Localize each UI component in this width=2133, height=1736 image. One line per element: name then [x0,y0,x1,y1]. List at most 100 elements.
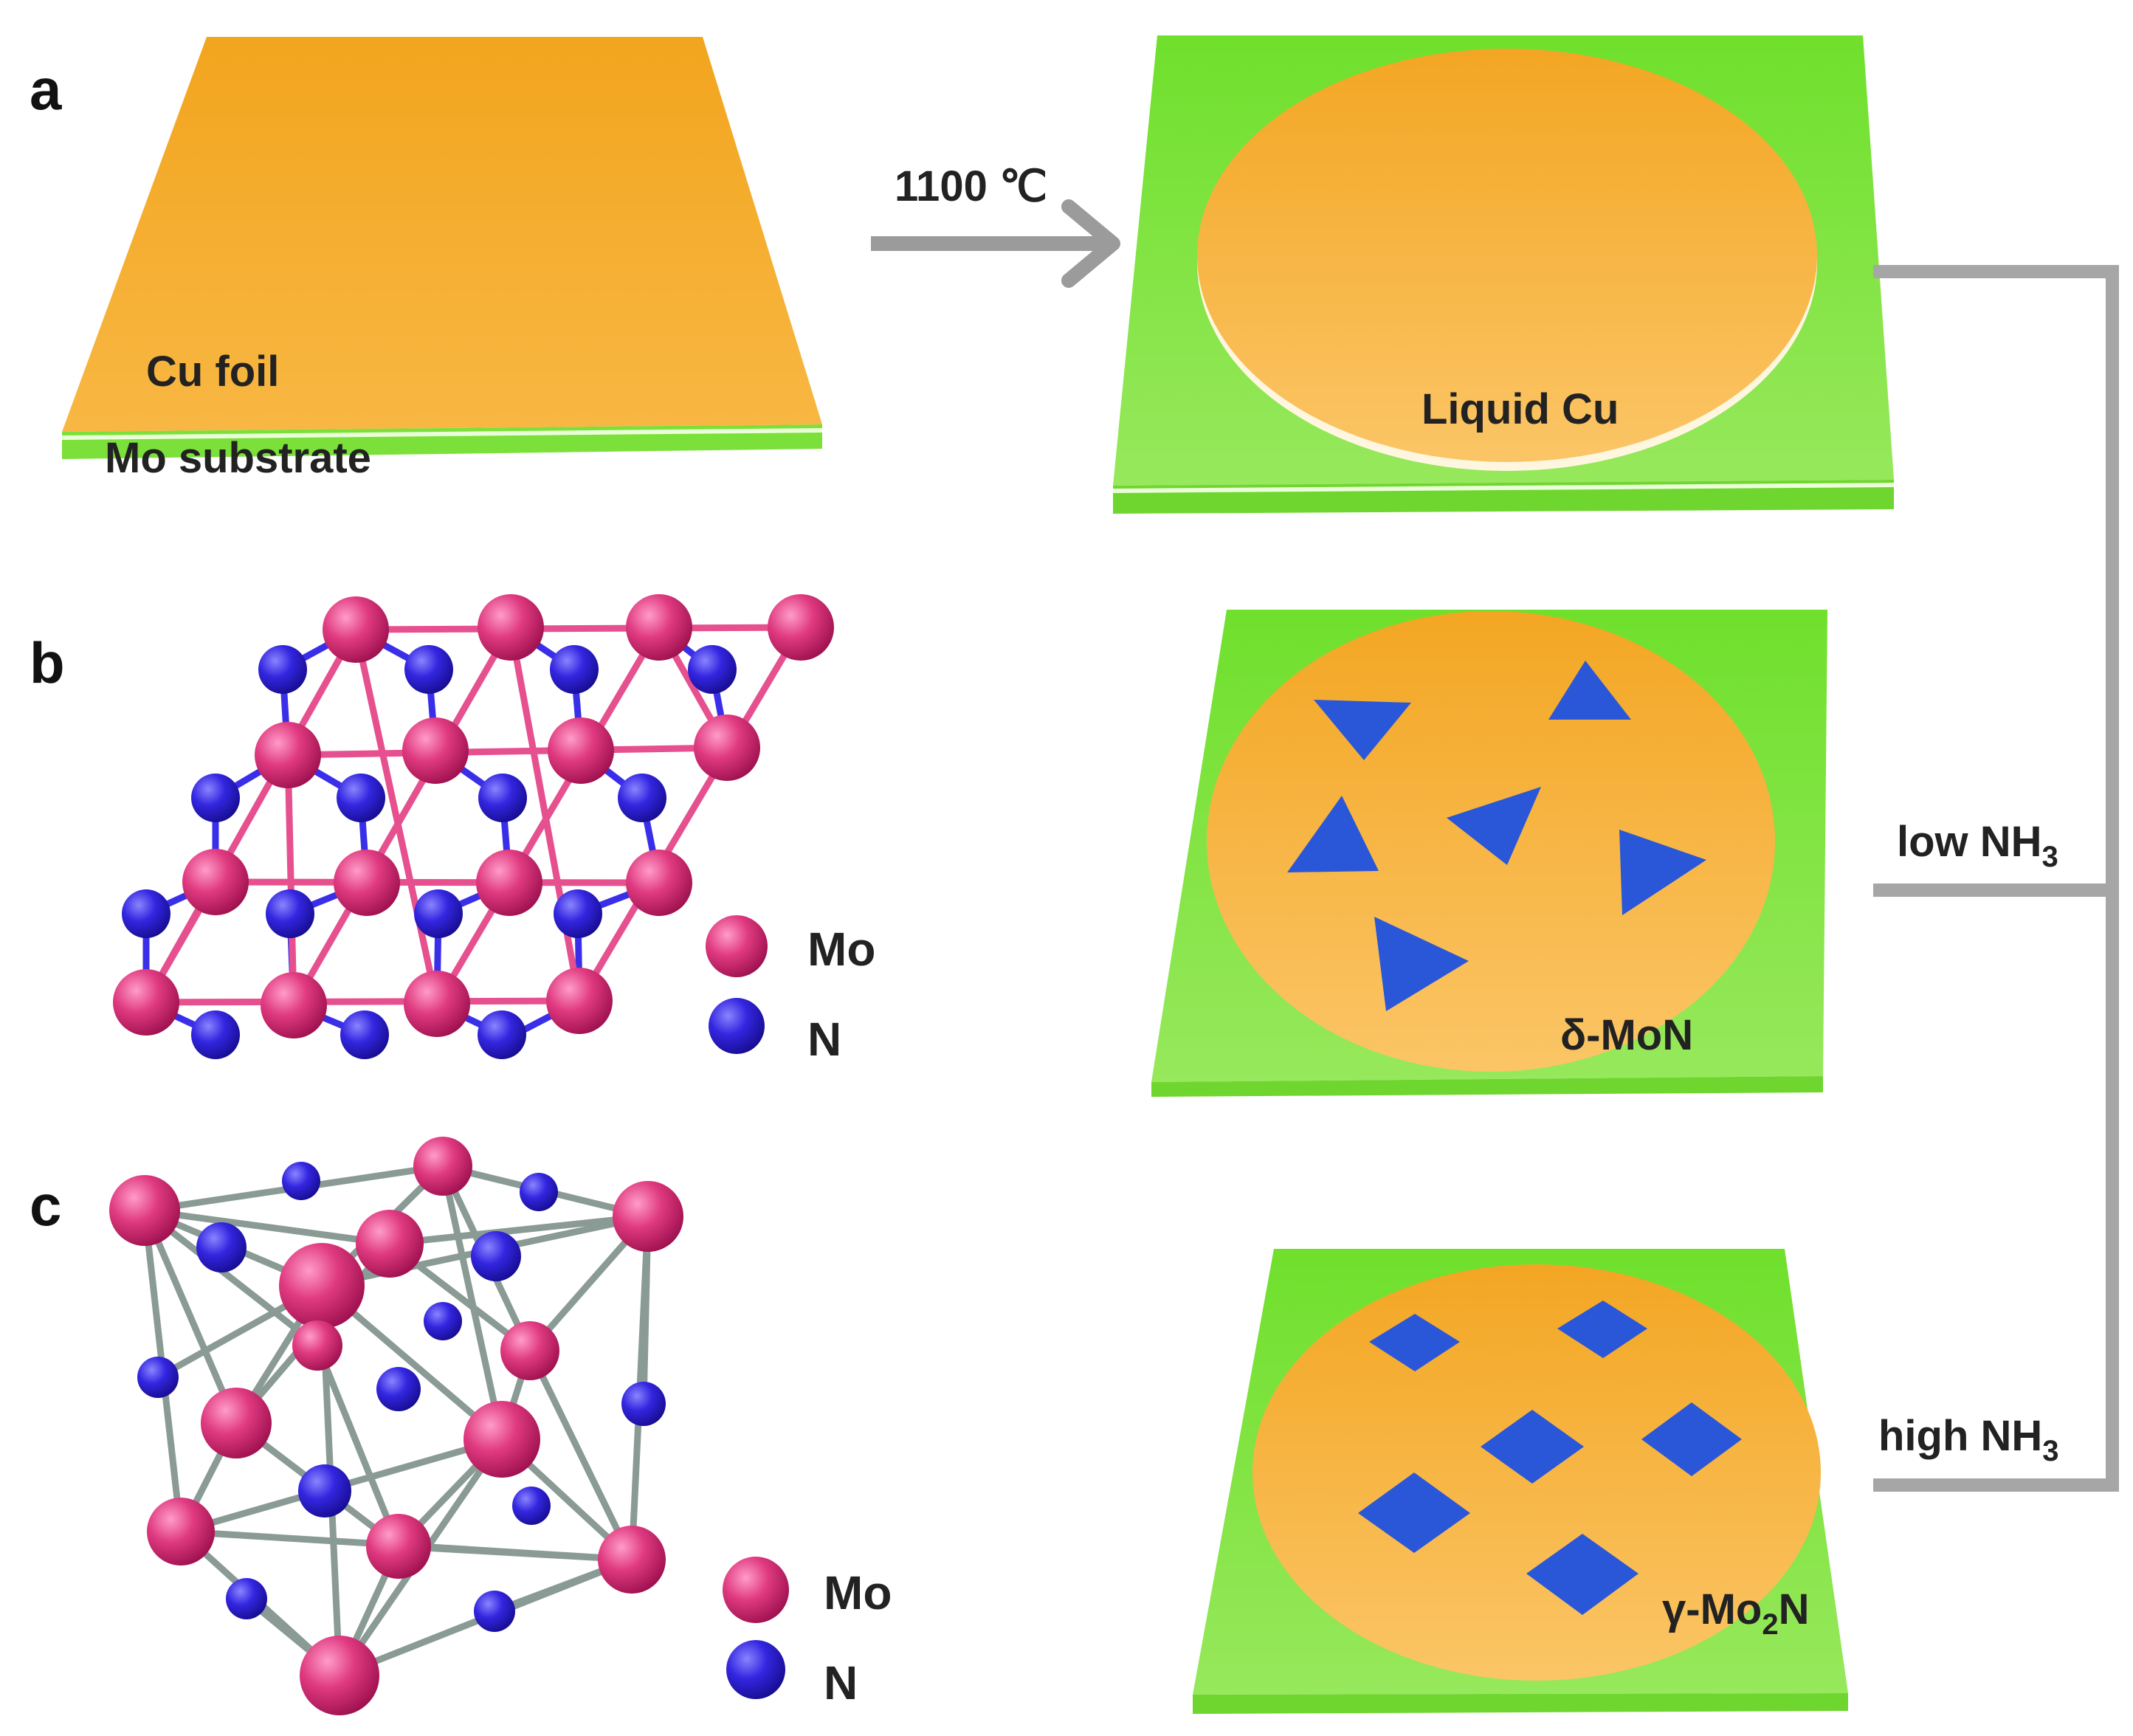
mo-atom [292,1320,342,1371]
n-atom [376,1367,421,1411]
mo-atom [255,722,321,788]
n-atom [424,1302,462,1340]
triangle-flake [1287,796,1379,872]
legend-n-label: N [824,1656,858,1709]
n-atom [226,1578,267,1619]
square-flake [1557,1301,1647,1358]
delta-mon-lattice [113,594,834,1059]
n-atom [340,1010,389,1059]
n-atom [478,1010,526,1059]
legend-n-swatch [726,1640,785,1699]
mo-atom [279,1243,365,1329]
n-atom [191,1010,240,1059]
legend-mo-label: Mo [807,923,875,976]
panel-a-cu-foil-stack [62,37,822,459]
substrate-white-line [62,428,822,440]
triangle-flake [1447,787,1541,865]
mo-atom [464,1401,540,1478]
panel-label-a: a [30,57,62,122]
square-flake [1641,1402,1742,1476]
n-atom [512,1487,551,1525]
n-atom [471,1231,521,1281]
legend-n-swatch [709,998,765,1054]
square-flake [1369,1314,1460,1371]
temperature-label: 1100 ℃ [895,162,1047,210]
square-flake [1358,1472,1470,1553]
square-flake [1481,1410,1584,1484]
n-atom [258,645,307,694]
n-atom [621,1382,666,1426]
n-atoms [122,645,737,1059]
low-nh3-label: low NH3 [1897,818,2058,873]
liquid-cu-label: Liquid Cu [1422,385,1619,433]
cu-foil-label: Cu foil [146,348,279,396]
gamma-mo2n-lattice [109,1137,683,1715]
square-flake [1526,1534,1638,1615]
mo-substrate-label: Mo substrate [105,434,371,482]
legend-b: Mo N [706,915,875,1066]
substrate-edge [1151,1076,1823,1097]
n-atom [550,645,599,694]
gamma-mo2n-flakes [1358,1301,1742,1615]
n-atom [554,889,602,938]
substrate-edge [1193,1693,1848,1714]
mo-atom [546,968,613,1034]
cu-foil-surface [62,37,822,432]
mo-atom [598,1526,666,1594]
arrow-right-icon [871,199,1120,288]
n-atom [337,774,385,822]
mo-atom [613,1181,683,1252]
n-atom [191,774,240,822]
mo-atoms [109,1137,683,1715]
triangle-flake [1374,917,1469,1011]
n-atom [137,1357,179,1398]
panel-label-c: c [30,1173,61,1238]
mo-atom [500,1321,559,1380]
liquid-cu-stack [1113,35,1894,514]
triangle-flake [1548,661,1631,720]
mo-atom [300,1636,379,1715]
legend-mo-swatch [723,1557,789,1623]
mo-atom [476,850,542,916]
delta-mon-label: δ-MoN [1560,1011,1693,1059]
mo-atom [182,849,249,915]
bracket-icon [1873,265,2119,1492]
legend-mo-label: Mo [824,1566,892,1619]
mo-atom [404,971,470,1037]
mo-atom [694,714,760,781]
mo-atom [413,1137,472,1196]
mo-atom [323,596,389,663]
mo-atom [334,850,400,916]
n-atom [196,1222,247,1272]
n-atom [618,774,666,822]
high-nh3-label: high NH3 [1878,1412,2059,1467]
mo-atom [356,1210,424,1278]
gamma-mo2n-label: γ-Mo2N [1662,1585,1809,1641]
legend-n-label: N [807,1013,841,1066]
n-atom [520,1173,558,1211]
n-atom [414,889,463,938]
mo-atom [147,1498,215,1566]
n-atom [688,645,737,694]
mo-atom [201,1388,272,1458]
n-atom [404,645,453,694]
legend-mo-swatch [706,915,768,977]
delta-mon-stack [1151,610,1827,1097]
n-atom [474,1591,515,1632]
mo-atom [626,594,692,661]
mo-atom [113,969,179,1036]
mo-atom [366,1514,431,1579]
n-atom [122,889,170,938]
triangle-flake [1314,700,1411,760]
mo-atom [768,594,834,661]
mo-atoms [113,594,834,1038]
n-atom [478,774,527,822]
substrate-white-line [1113,483,1894,493]
panel-label-b: b [30,630,65,695]
liquid-cu-disk [1197,49,1817,462]
legend-c: Mo N [723,1557,892,1709]
mo-atom [478,594,544,661]
triangle-flake [1619,830,1706,915]
mo-atom [626,850,692,916]
mo-atom [548,717,614,784]
